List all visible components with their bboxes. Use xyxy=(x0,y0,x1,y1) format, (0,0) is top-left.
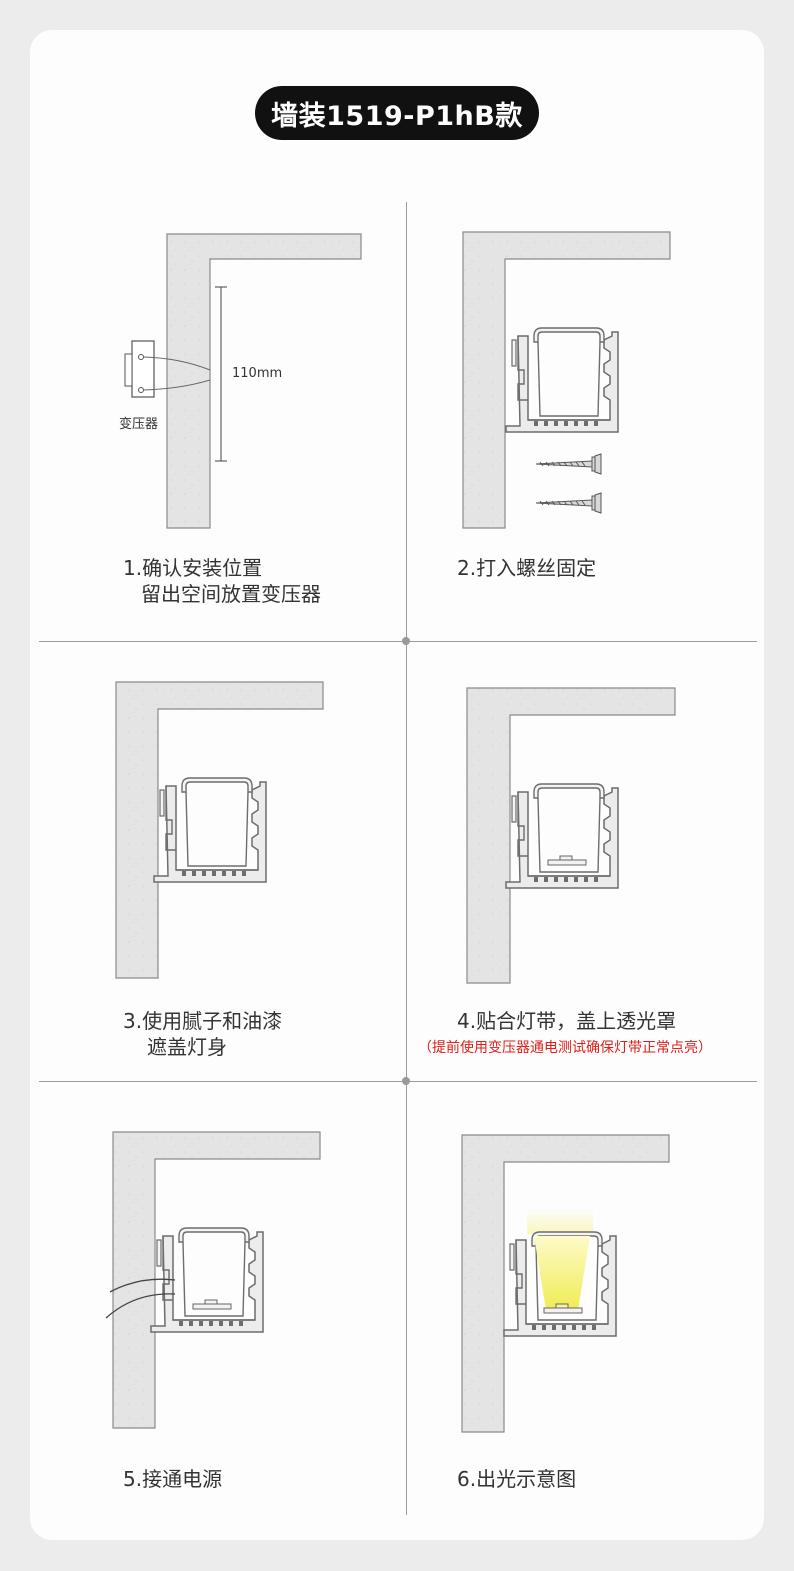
step5-diagram xyxy=(105,1131,321,1429)
dimension-label: 110mm xyxy=(232,366,283,381)
screw-icon xyxy=(535,492,602,514)
step1-subcaption: 留出空间放置变压器 xyxy=(141,582,321,606)
screw-icon xyxy=(535,453,602,475)
transformer-label: 变压器 xyxy=(119,417,159,432)
grid-divider-horizontal-1 xyxy=(39,641,757,642)
step5-caption: 5.接通电源 xyxy=(123,1467,223,1491)
power-cable-2 xyxy=(105,1293,176,1319)
step2-diagram xyxy=(462,231,671,529)
step4-warning-note: （提前使用变压器通电测试确保灯带正常点亮） xyxy=(418,1040,712,1056)
grid-divider-vertical-1 xyxy=(406,202,407,642)
step1-diagram xyxy=(124,233,362,529)
light-beam xyxy=(534,1236,590,1310)
power-cable-1 xyxy=(109,1278,176,1293)
transformer-icon xyxy=(124,340,211,398)
grid-node-1 xyxy=(402,637,410,645)
step1-caption: 1.确认安装位置 xyxy=(123,556,263,580)
grid-node-2 xyxy=(402,1077,410,1085)
step2-caption: 2.打入螺丝固定 xyxy=(457,556,597,580)
step4-diagram xyxy=(466,687,676,984)
step4-caption: 4.贴合灯带，盖上透光罩 xyxy=(457,1009,677,1033)
step3-subcaption: 遮盖灯身 xyxy=(147,1035,227,1059)
grid-divider-vertical-3 xyxy=(406,1082,407,1515)
step6-caption: 6.出光示意图 xyxy=(457,1467,577,1491)
grid-divider-horizontal-2 xyxy=(39,1081,757,1082)
step6-diagram xyxy=(461,1134,670,1433)
page-title: 墙装1519-P1hB款 xyxy=(255,86,539,140)
light-glow xyxy=(527,1208,593,1234)
grid-divider-vertical-2 xyxy=(406,642,407,1082)
step3-diagram xyxy=(115,681,324,979)
step3-caption: 3.使用腻子和油漆 xyxy=(123,1009,283,1033)
